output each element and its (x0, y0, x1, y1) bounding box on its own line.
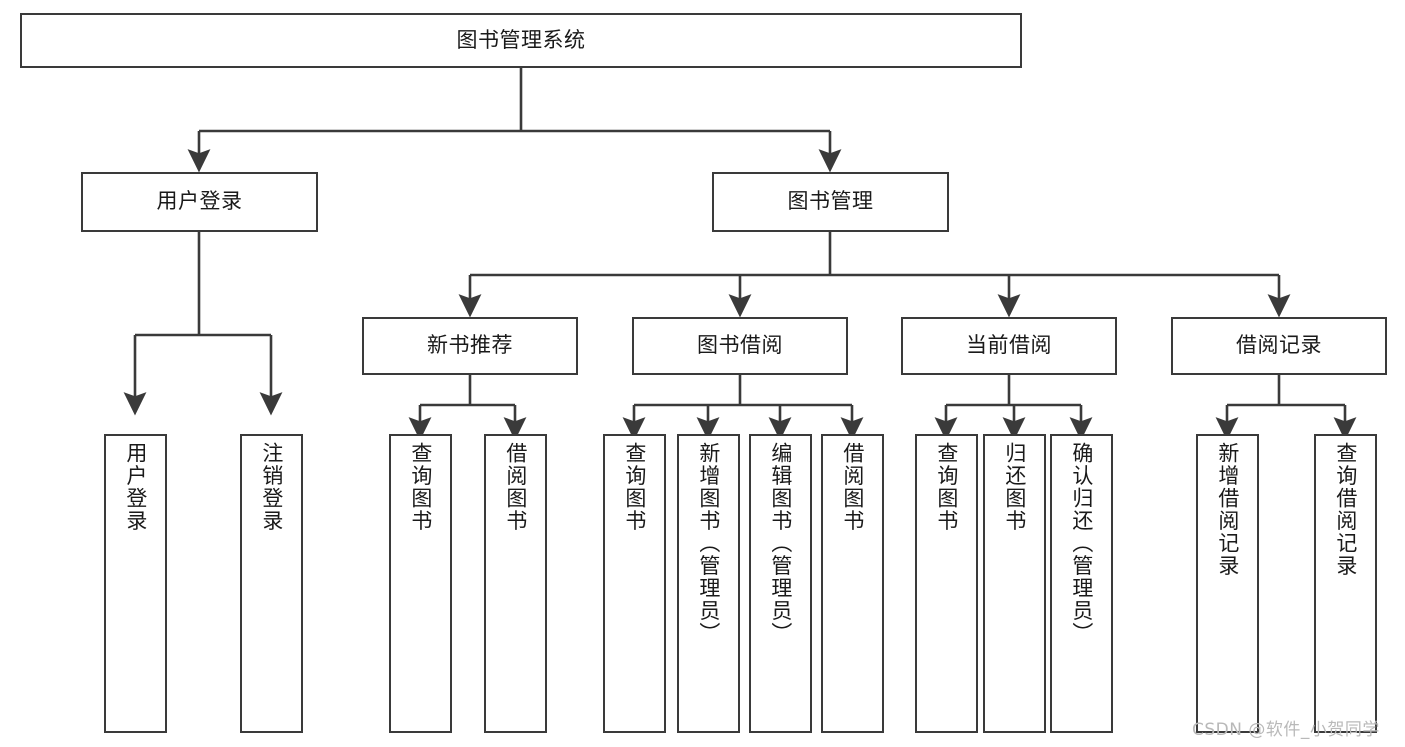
leaf-borrow-record-1[interactable]: 查询借阅记录 (1314, 434, 1377, 733)
node-book-management-label: 图书管理 (787, 189, 874, 214)
leaf-current-borrow-1-label: 归还图书 (1002, 442, 1027, 532)
csdn-watermark: CSDN @软件_小贺同学 (1192, 720, 1380, 740)
leaf-book-borrow-1-label: 新增图书（管理员） (696, 442, 721, 645)
leaf-new-book-recommend-1-label: 借阅图书 (503, 442, 528, 532)
leaf-book-borrow-2[interactable]: 编辑图书（管理员） (749, 434, 812, 733)
leaf-current-borrow-2[interactable]: 确认归还（管理员） (1050, 434, 1113, 733)
leaf-current-borrow-0[interactable]: 查询图书 (915, 434, 978, 733)
node-borrow-record[interactable]: 借阅记录 (1171, 317, 1387, 375)
leaf-book-borrow-0[interactable]: 查询图书 (603, 434, 666, 733)
node-book-borrow-label: 图书借阅 (697, 333, 783, 358)
node-user-login-label: 用户登录 (156, 189, 243, 214)
node-current-borrow-label: 当前借阅 (966, 333, 1052, 358)
node-new-book-recommend[interactable]: 新书推荐 (362, 317, 578, 375)
node-book-management[interactable]: 图书管理 (712, 172, 949, 232)
node-root[interactable]: 图书管理系统 (20, 13, 1022, 68)
leaf-book-borrow-3-label: 借阅图书 (840, 442, 865, 532)
leaf-book-borrow-1[interactable]: 新增图书（管理员） (677, 434, 740, 733)
leaf-user-login-1[interactable]: 注销登录 (240, 434, 303, 733)
leaf-borrow-record-0[interactable]: 新增借阅记录 (1196, 434, 1259, 733)
node-book-borrow[interactable]: 图书借阅 (632, 317, 848, 375)
node-user-login[interactable]: 用户登录 (81, 172, 318, 232)
leaf-new-book-recommend-0[interactable]: 查询图书 (389, 434, 452, 733)
leaf-new-book-recommend-0-label: 查询图书 (408, 442, 433, 532)
leaf-user-login-1-label: 注销登录 (259, 442, 284, 532)
leaf-book-borrow-2-label: 编辑图书（管理员） (768, 442, 793, 645)
node-new-book-recommend-label: 新书推荐 (427, 333, 513, 358)
node-borrow-record-label: 借阅记录 (1236, 333, 1322, 358)
leaf-current-borrow-1[interactable]: 归还图书 (983, 434, 1046, 733)
leaf-new-book-recommend-1[interactable]: 借阅图书 (484, 434, 547, 733)
leaf-borrow-record-1-label: 查询借阅记录 (1333, 442, 1358, 577)
leaf-current-borrow-2-label: 确认归还（管理员） (1069, 442, 1094, 645)
leaf-book-borrow-3[interactable]: 借阅图书 (821, 434, 884, 733)
leaf-current-borrow-0-label: 查询图书 (934, 442, 959, 532)
leaf-book-borrow-0-label: 查询图书 (622, 442, 647, 532)
leaf-user-login-0-label: 用户登录 (123, 442, 148, 532)
leaf-user-login-0[interactable]: 用户登录 (104, 434, 167, 733)
leaf-borrow-record-0-label: 新增借阅记录 (1215, 442, 1240, 577)
node-current-borrow[interactable]: 当前借阅 (901, 317, 1117, 375)
node-root-label: 图书管理系统 (456, 27, 586, 52)
